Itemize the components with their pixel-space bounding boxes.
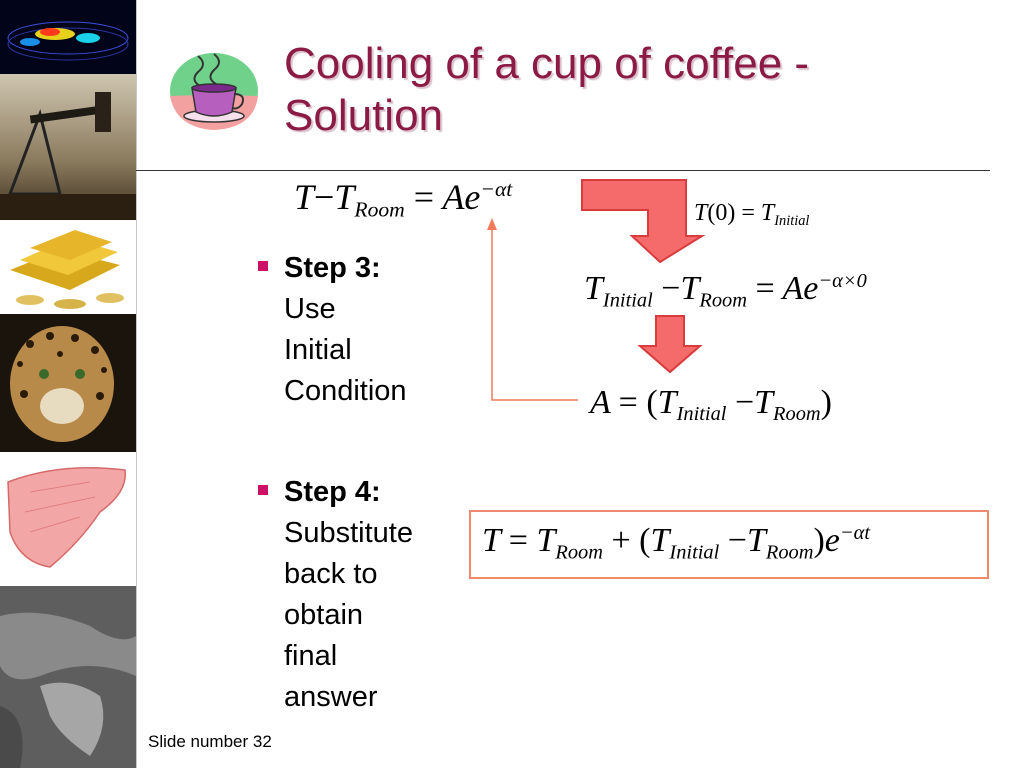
slide-title: Cooling of a cup of coffee - Solution (284, 38, 809, 142)
reservoir-model-image (0, 0, 136, 74)
title-line-1: Cooling of a cup of coffee - (284, 39, 810, 88)
bent-down-arrow (581, 179, 706, 264)
feedback-arrow (491, 226, 578, 401)
step-4-heading: Step 4: (284, 476, 381, 508)
sidebar-divider (136, 0, 137, 768)
bullet-square-icon (258, 485, 268, 495)
step-4-text: Substitute back to obtain final answer (284, 517, 413, 713)
equation-initial-condition: T(0) = TInitial (694, 200, 810, 230)
bullet-square-icon (258, 261, 268, 271)
equation-constant-a: A = (TInitial −TRoom) (590, 384, 832, 426)
organ-image (0, 452, 136, 586)
title-line-2: Solution (284, 91, 444, 140)
equation-substituted: TInitial −TRoom = Ae−α×0 (584, 270, 867, 312)
step-3-text: Use Initial Condition (284, 293, 407, 407)
gold-bars-image (0, 220, 136, 314)
final-answer-box (469, 510, 989, 579)
oil-pump-image (0, 74, 136, 220)
step-3-heading: Step 3: (284, 252, 381, 284)
slide-number: Slide number 32 (148, 732, 272, 751)
equation-final-answer: T = TRoom + (TInitial −TRoom)e−αt (482, 522, 871, 564)
image-sidebar (0, 0, 136, 768)
coffee-cup-icon (168, 50, 260, 132)
equation-general-solution: T−TRoom = Ae−αt (294, 177, 513, 222)
title-underline (136, 170, 990, 171)
leopard-image (0, 314, 136, 452)
down-arrow (637, 315, 703, 374)
satellite-image (0, 586, 136, 768)
